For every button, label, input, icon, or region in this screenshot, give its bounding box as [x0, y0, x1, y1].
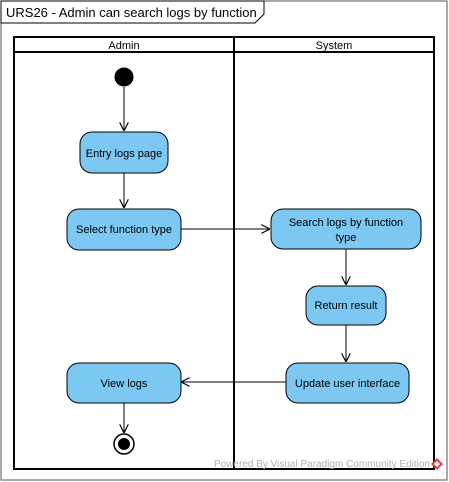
frame-title: URS26 - Admin can search logs by functio… [6, 5, 257, 20]
action-update-user-interface[interactable]: Update user interface [285, 362, 410, 404]
action-search-logs-label-line2: type [336, 232, 357, 244]
final-node [113, 433, 135, 455]
action-search-logs-by-function-type[interactable]: Search logs by function type [270, 208, 422, 250]
visual-paradigm-logo-icon [431, 458, 443, 470]
initial-node [114, 67, 134, 87]
action-view-logs-label: View logs [101, 378, 148, 390]
action-update-user-interface-label: Update user interface [295, 378, 400, 390]
action-return-result[interactable]: Return result [305, 285, 387, 326]
swimlane-system-label: System [316, 40, 353, 52]
frame-title-tab [0, 0, 265, 24]
action-view-logs[interactable]: View logs [66, 362, 182, 404]
action-entry-logs-page-label: Entry logs page [86, 148, 162, 160]
swimlane-admin-label: Admin [108, 40, 139, 52]
action-entry-logs-page[interactable]: Entry logs page [79, 131, 169, 174]
watermark-text: Powered By Visual Paradigm Community Edi… [214, 459, 430, 470]
action-select-function-type[interactable]: Select function type [66, 208, 182, 251]
swimlane-container [13, 36, 435, 470]
action-select-function-type-label: Select function type [76, 224, 172, 236]
action-return-result-label: Return result [315, 300, 378, 312]
action-search-logs-label-line1: Search logs by function [289, 217, 403, 229]
